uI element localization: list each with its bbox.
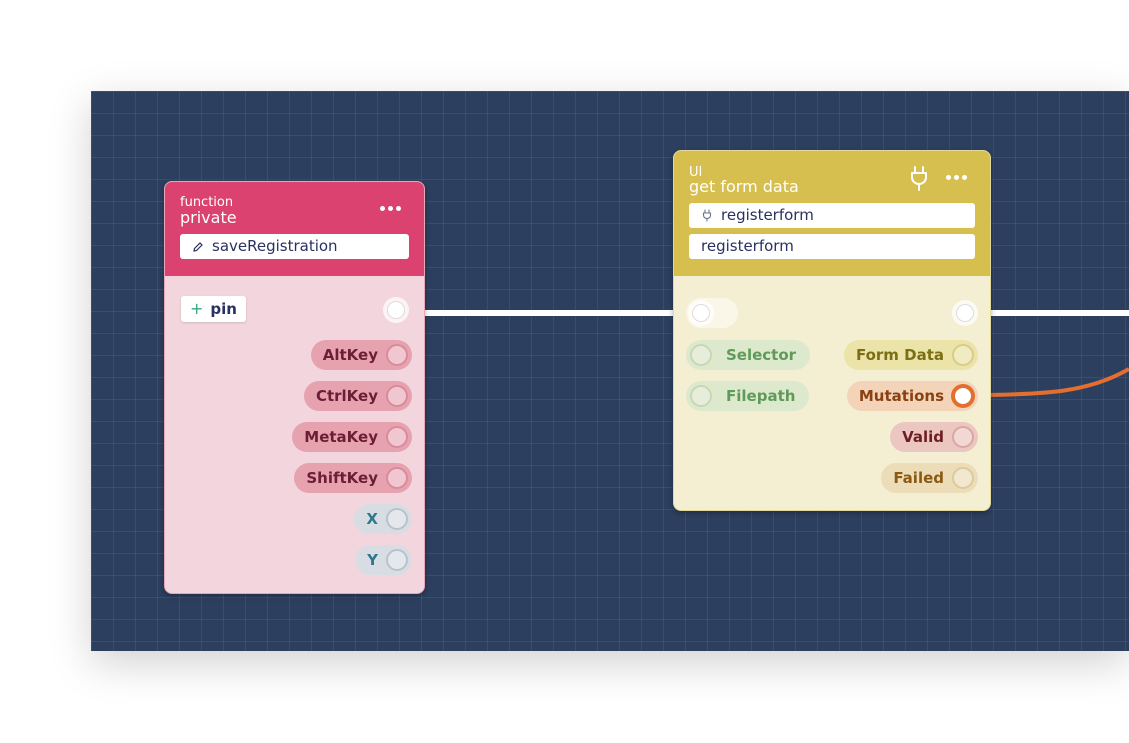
node-title: private (180, 208, 237, 227)
port-connector[interactable] (386, 549, 408, 571)
port-label: Mutations (858, 387, 944, 405)
port-connector[interactable] (952, 426, 974, 448)
input-port-filepath[interactable]: Filepath (686, 381, 810, 411)
plug-icon (702, 209, 712, 222)
port-connector[interactable] (952, 344, 974, 366)
ui-node-header[interactable]: UI get form data registerform registerfo… (674, 151, 990, 276)
port-connector[interactable] (386, 344, 408, 366)
port-connector[interactable] (386, 467, 408, 489)
port-label: MetaKey (304, 428, 378, 446)
exec-in-port[interactable] (686, 298, 738, 328)
port-connector[interactable] (386, 385, 408, 407)
port-connector[interactable] (690, 385, 712, 407)
mutations-wire (970, 367, 1129, 397)
port-connector[interactable] (386, 426, 408, 448)
pencil-icon (193, 241, 203, 252)
output-port-x[interactable]: X (354, 504, 412, 534)
node-category: UI (689, 165, 703, 180)
node-category: function (180, 195, 234, 210)
path-value: registerform (701, 237, 794, 255)
port-label: Filepath (726, 387, 796, 405)
port-connector-active[interactable] (951, 384, 975, 408)
path-field[interactable]: registerform (689, 234, 975, 259)
output-port-metakey[interactable]: MetaKey (292, 422, 412, 452)
port-label: ShiftKey (306, 469, 378, 487)
selector-field[interactable]: registerform (689, 203, 975, 228)
port-label: Selector (726, 346, 797, 364)
port-label: AltKey (322, 346, 378, 364)
port-connector[interactable] (690, 344, 712, 366)
function-name-field[interactable]: saveRegistration (180, 234, 409, 259)
output-port-failed[interactable]: Failed (881, 463, 978, 493)
output-port-y[interactable]: Y (355, 545, 412, 575)
output-port-form-data[interactable]: Form Data (843, 340, 978, 370)
input-port-selector[interactable]: Selector (686, 340, 811, 370)
graph-canvas[interactable]: function private saveRegistration + pin … (91, 91, 1129, 651)
port-label: Y (367, 551, 378, 569)
function-node-body: + pin AltKey CtrlKey MetaKey ShiftKey (165, 276, 424, 593)
exec-out-port[interactable] (952, 300, 978, 326)
function-node[interactable]: function private saveRegistration + pin … (164, 181, 425, 594)
ui-node-body: Selector Filepath Form Data Mutations Va… (674, 276, 990, 510)
port-label: Failed (893, 469, 944, 487)
output-port-altkey[interactable]: AltKey (310, 340, 412, 370)
plug-icon (911, 166, 927, 191)
output-port-shiftkey[interactable]: ShiftKey (294, 463, 412, 493)
node-title: get form data (689, 177, 799, 196)
port-label: Valid (902, 428, 944, 446)
port-label: CtrlKey (315, 387, 378, 405)
port-label: X (366, 510, 378, 528)
more-dots-icon[interactable] (376, 200, 404, 216)
more-dots-icon[interactable] (942, 169, 970, 185)
output-port-mutations[interactable]: Mutations (846, 381, 978, 411)
selector-value: registerform (721, 206, 814, 224)
port-label: Form Data (855, 346, 944, 364)
pin-label: pin (210, 300, 237, 318)
add-pin-button[interactable]: + pin (181, 296, 246, 322)
exec-out-port[interactable] (383, 297, 409, 323)
function-node-header[interactable]: function private saveRegistration (165, 182, 424, 276)
port-connector[interactable] (952, 467, 974, 489)
ui-node[interactable]: UI get form data registerform registerfo… (673, 150, 991, 511)
plus-icon: + (190, 299, 204, 318)
port-connector[interactable] (386, 508, 408, 530)
output-port-valid[interactable]: Valid (890, 422, 978, 452)
function-name-value: saveRegistration (212, 237, 338, 255)
output-port-ctrlkey[interactable]: CtrlKey (303, 381, 412, 411)
